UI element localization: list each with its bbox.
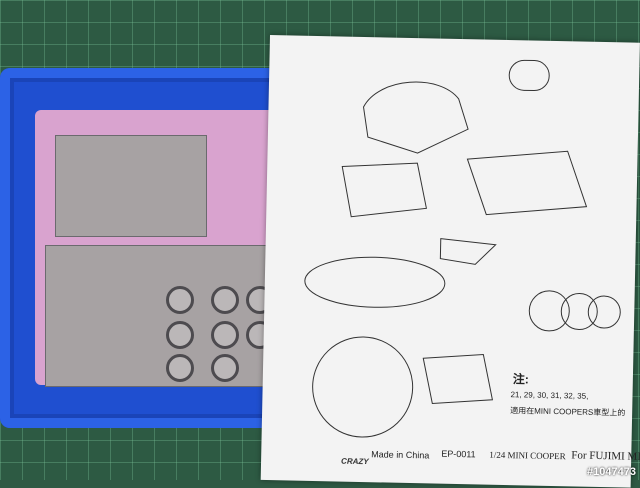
brand-logo-text: CRAZY [340,456,369,467]
watermark: #1047473 [587,466,636,478]
note-numbers: 21, 29, 30, 31, 32, 35, [510,390,589,401]
etched-wheel [211,354,239,382]
etched-wheel [166,354,194,382]
etched-wheel [166,321,194,349]
photo-etch-fret-bottom [45,245,277,387]
note-heading: 注: [512,372,529,387]
instruction-sheet: CRAZY Made in China EP-0011 1/24 MINI CO… [260,35,640,488]
etched-wheel [211,286,239,314]
product-code: EP-0011 [441,448,476,460]
instruction-drawings [304,59,621,438]
etched-wheel [211,321,239,349]
kit-compat: For FUJIMI MI [571,449,640,463]
etched-wheel [166,286,194,314]
photo-etch-fret-top [55,135,207,237]
model-name: 1/24 MINI COOPER [489,449,566,462]
made-in-label: Made in China [371,449,430,461]
